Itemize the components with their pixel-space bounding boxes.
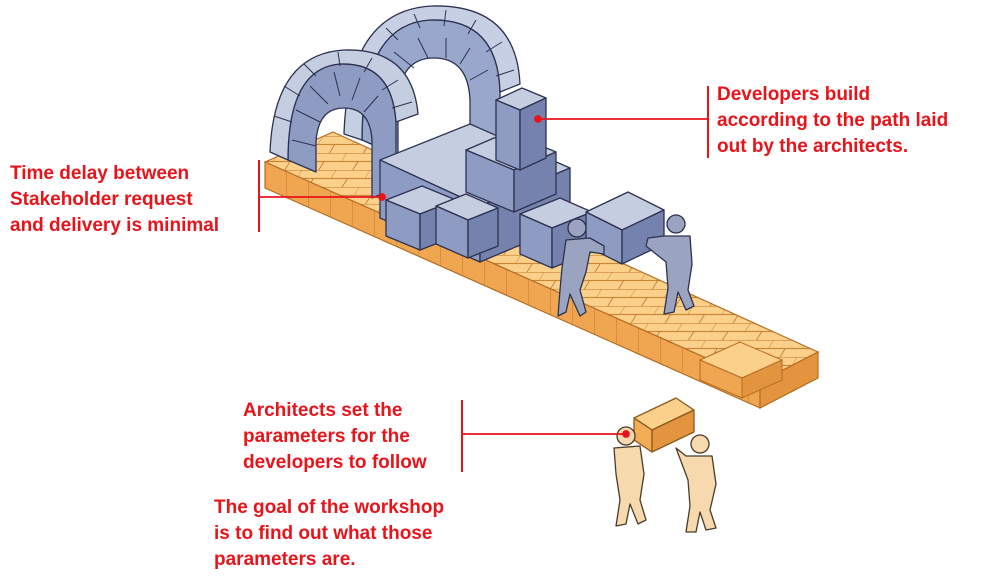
time-delay-line-3: and delivery is minimal	[10, 215, 220, 236]
stone-blocks-icon	[379, 87, 665, 269]
stone-arch-icon	[269, 5, 521, 199]
annotation-connectors	[258, 115, 707, 438]
goal-line-2: is to find out what those	[214, 523, 433, 544]
architects-annotation: Architects set the parameters for the de…	[243, 398, 427, 476]
time-delay-line-2: Stakeholder request	[10, 189, 193, 210]
developers-annotation: Developers build according to the path l…	[717, 82, 948, 160]
architects-bracket	[461, 400, 463, 472]
architect-figure-icon	[613, 426, 717, 533]
goal-line-3: parameters are.	[214, 549, 356, 570]
developers-line-2: according to the path laid	[717, 110, 949, 131]
developers-line-1: Developers build	[717, 84, 871, 105]
architects-line-1: Architects set the	[243, 400, 403, 421]
developer-figure-icon	[557, 214, 695, 317]
developers-line-3: out by the architects.	[717, 136, 909, 157]
goal-line-1: The goal of the workshop	[214, 497, 445, 518]
time-delay-line-1: Time delay between	[10, 163, 190, 184]
parameter-block-icon	[633, 397, 695, 453]
time-delay-annotation: Time delay between Stakeholder request a…	[10, 161, 219, 239]
developers-bracket	[707, 86, 709, 158]
architects-line-2: parameters for the	[243, 426, 410, 447]
architects-line-3: developers to follow	[243, 452, 427, 473]
time-delay-bracket	[258, 160, 260, 232]
goal-annotation: The goal of the workshop is to find out …	[214, 495, 444, 573]
